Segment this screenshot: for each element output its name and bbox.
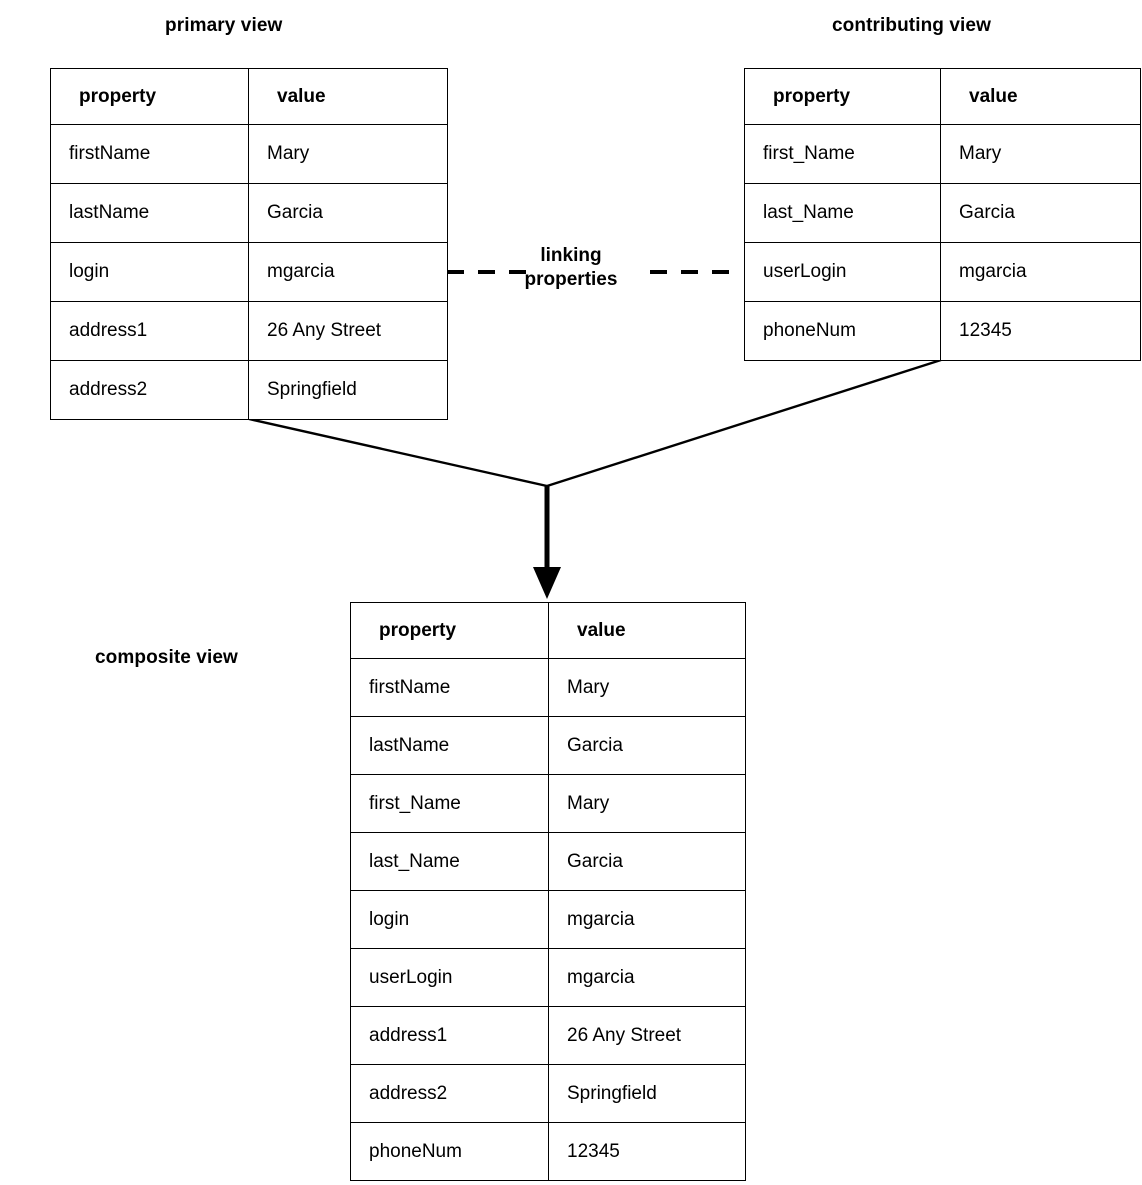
property-cell: address2 xyxy=(350,1064,549,1123)
table-row: address2 Springfield xyxy=(350,1064,746,1123)
property-cell: last_Name xyxy=(744,183,941,243)
contributing-view-title: contributing view xyxy=(832,15,991,36)
table-row: login mgarcia xyxy=(50,242,448,302)
table-row: firstName Mary xyxy=(350,658,746,717)
column-header-property: property xyxy=(50,68,249,125)
property-cell: lastName xyxy=(50,183,249,243)
value-cell: mgarcia xyxy=(940,242,1141,302)
composite-view-title: composite view xyxy=(95,647,238,668)
property-cell: userLogin xyxy=(744,242,941,302)
linking-properties-line-2: properties xyxy=(524,269,618,290)
property-cell: address1 xyxy=(50,301,249,361)
value-cell: 26 Any Street xyxy=(248,301,448,361)
column-header-value: value xyxy=(940,68,1141,125)
value-cell: 12345 xyxy=(548,1122,746,1181)
value-cell: Mary xyxy=(548,658,746,717)
table-row: lastName Garcia xyxy=(350,716,746,775)
table-row: userLogin mgarcia xyxy=(350,948,746,1007)
value-cell: mgarcia xyxy=(548,890,746,949)
value-cell: mgarcia xyxy=(548,948,746,1007)
column-header-value: value xyxy=(548,602,746,659)
property-cell: first_Name xyxy=(744,124,941,184)
property-cell: last_Name xyxy=(350,832,549,891)
table-row: userLogin mgarcia xyxy=(744,242,1141,302)
table-row: address1 26 Any Street xyxy=(50,301,448,361)
table-row: phoneNum 12345 xyxy=(350,1122,746,1181)
table-header-row: property value xyxy=(350,602,746,659)
merge-line-from-primary xyxy=(248,417,548,488)
value-cell: Garcia xyxy=(248,183,448,243)
property-cell: first_Name xyxy=(350,774,549,833)
table-header-row: property value xyxy=(744,68,1141,125)
table-row: login mgarcia xyxy=(350,890,746,949)
table-row: first_Name Mary xyxy=(744,124,1141,184)
linking-properties-label: linking properties xyxy=(481,244,661,292)
property-cell: phoneNum xyxy=(744,301,941,361)
value-cell: Mary xyxy=(940,124,1141,184)
merge-line-from-contributing xyxy=(546,358,942,488)
table-row: first_Name Mary xyxy=(350,774,746,833)
table-row: address2 Springfield xyxy=(50,360,448,420)
property-cell: address2 xyxy=(50,360,249,420)
property-cell: login xyxy=(350,890,549,949)
merge-arrow-head xyxy=(533,567,561,599)
value-cell: 26 Any Street xyxy=(548,1006,746,1065)
value-cell: Garcia xyxy=(940,183,1141,243)
table-row: firstName Mary xyxy=(50,124,448,184)
value-cell: 12345 xyxy=(940,301,1141,361)
table-row: phoneNum 12345 xyxy=(744,301,1141,361)
value-cell: Springfield xyxy=(248,360,448,420)
value-cell: Garcia xyxy=(548,716,746,775)
value-cell: mgarcia xyxy=(248,242,448,302)
property-cell: firstName xyxy=(50,124,249,184)
table-row: last_Name Garcia xyxy=(744,183,1141,243)
property-cell: userLogin xyxy=(350,948,549,1007)
value-cell: Garcia xyxy=(548,832,746,891)
value-cell: Springfield xyxy=(548,1064,746,1123)
column-header-property: property xyxy=(350,602,549,659)
property-cell: phoneNum xyxy=(350,1122,549,1181)
primary-view-title: primary view xyxy=(165,15,283,36)
table-row: lastName Garcia xyxy=(50,183,448,243)
table-row: last_Name Garcia xyxy=(350,832,746,891)
property-cell: firstName xyxy=(350,658,549,717)
contributing-view-table: property value first_Name Mary last_Name… xyxy=(744,68,1141,361)
linking-properties-line-1: linking xyxy=(540,245,602,266)
column-header-property: property xyxy=(744,68,941,125)
primary-view-table: property value firstName Mary lastName G… xyxy=(50,68,448,420)
property-cell: login xyxy=(50,242,249,302)
column-header-value: value xyxy=(248,68,448,125)
value-cell: Mary xyxy=(248,124,448,184)
table-row: address1 26 Any Street xyxy=(350,1006,746,1065)
composite-view-table: property value firstName Mary lastName G… xyxy=(350,602,746,1181)
value-cell: Mary xyxy=(548,774,746,833)
property-cell: address1 xyxy=(350,1006,549,1065)
table-header-row: property value xyxy=(50,68,448,125)
property-cell: lastName xyxy=(350,716,549,775)
